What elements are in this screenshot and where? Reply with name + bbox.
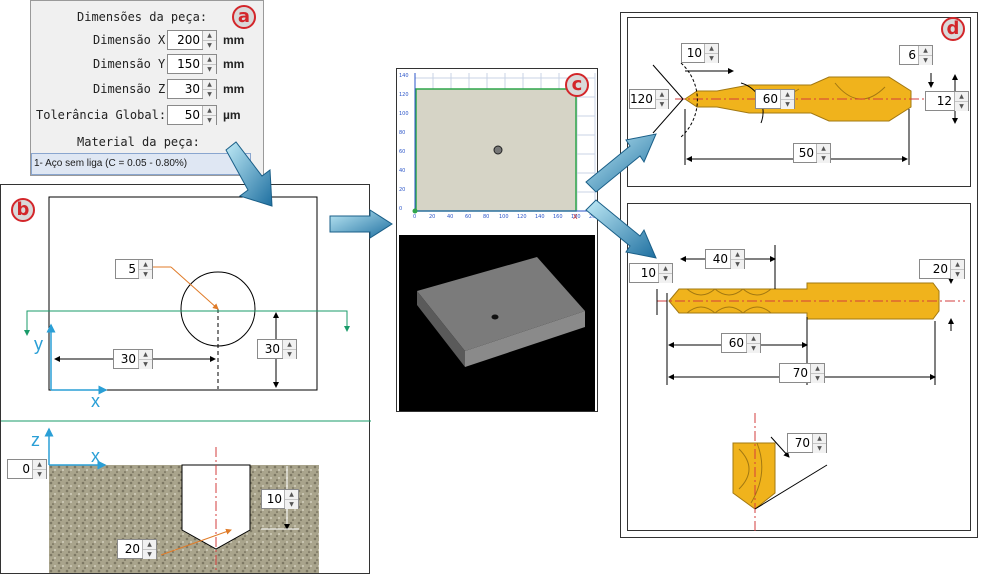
x-axis-ticks: 0 20 40 60 80 100 120 140 160 180 200	[413, 214, 599, 220]
z-start-input[interactable]: 0▲▼	[7, 459, 47, 479]
badge-d: d	[941, 17, 965, 41]
panel-d-tools: 120▲▼ 10▲▼ 60▲▼ 6▲▼ 12▲▼ 50▲▼ 10▲▼ 40▲▼ …	[620, 12, 978, 538]
material-select[interactable]: 1- Aço sem liga (C = 0.05 - 0.80%)	[31, 153, 251, 175]
dim-z-input[interactable]: 30▲▼	[167, 79, 217, 99]
angle-input[interactable]: 20▲▼	[117, 539, 157, 559]
dim-x-label: Dimensão X	[93, 33, 166, 47]
dim-y-input[interactable]: 150▲▼	[167, 54, 217, 74]
length-60-input[interactable]: 60▲▼	[721, 333, 761, 353]
panel-b-operation: 5▲▼ 30▲▼ 30▲▼ y x z x 0▲▼ 10▲▼ 20▲▼ b	[0, 184, 371, 574]
panel-a-part-dimensions: Dimensões da peça: Dimensão X 200▲▼ mm D…	[30, 0, 264, 176]
plan-grid	[412, 73, 596, 214]
dim-z-unit: mm	[223, 82, 245, 96]
workpiece-top-view	[48, 196, 318, 391]
material-select-value: 1- Aço sem liga (C = 0.05 - 0.80%)	[34, 158, 188, 169]
badge-b: b	[11, 198, 35, 222]
x-offset-input[interactable]: 30▲▼	[113, 349, 153, 369]
render-3d-view	[399, 235, 595, 411]
pilot-diameter-input[interactable]: 6▲▼	[899, 45, 933, 65]
depth-input[interactable]: 10▲▼	[261, 489, 299, 509]
badge-a: a	[232, 5, 256, 29]
axis-z-label: z	[31, 430, 40, 450]
tip-angle-input[interactable]: 120▲▼	[629, 89, 669, 109]
twist-diameter-input[interactable]: 10▲▼	[629, 263, 673, 283]
plan-hole	[493, 145, 503, 155]
cone-angle-input[interactable]: 60▲▼	[755, 89, 795, 109]
dim-y-label: Dimensão Y	[93, 57, 166, 71]
dimensions-title: Dimensões da peça:	[77, 10, 208, 24]
shank-diameter-input[interactable]: 20▲▼	[919, 259, 965, 279]
material-title: Material da peça:	[77, 135, 200, 149]
pilot-length-input[interactable]: 10▲▼	[681, 43, 719, 63]
axis-x2-label: x	[91, 446, 100, 466]
body-diameter-input[interactable]: 12▲▼	[925, 91, 969, 111]
twist-drill	[656, 245, 965, 533]
dim-x-input[interactable]: 200▲▼	[167, 30, 217, 50]
y-offset-input[interactable]: 30▲▼	[257, 339, 297, 359]
dim-z-label: Dimensão Z	[93, 82, 166, 96]
panel-b-drawing	[1, 196, 371, 573]
twist-drill-frame	[627, 203, 971, 531]
total-length-input[interactable]: 50▲▼	[793, 143, 831, 163]
point-angle-input[interactable]: 70▲▼	[787, 433, 827, 453]
dim-y-unit: mm	[223, 57, 245, 71]
panel-c-preview: 0 20 40 60 80 100 120 140 160 180 200 0 …	[396, 68, 599, 412]
axis-y-label: y	[34, 334, 43, 354]
tools-drawing	[652, 62, 965, 533]
section-line	[26, 310, 350, 332]
center-drill-frame	[627, 17, 971, 187]
y-axis-ticks: 0 20 40 60 80 100 120 140	[399, 73, 409, 212]
flute-length-input[interactable]: 40▲▼	[705, 249, 745, 269]
center-drill	[652, 62, 958, 165]
tolerance-unit: µm	[223, 108, 241, 122]
hole-diameter-input[interactable]: 5▲▼	[115, 259, 153, 279]
badge-c: c	[565, 73, 589, 97]
axis-x-label: x	[91, 391, 100, 411]
tolerance-label: Tolerância Global:	[36, 108, 167, 122]
dim-x-unit: mm	[223, 33, 245, 47]
tolerance-input[interactable]: 50▲▼	[167, 105, 217, 125]
twist-total-length-input[interactable]: 70▲▼	[779, 363, 825, 383]
plan-x-letter: x	[573, 211, 578, 221]
